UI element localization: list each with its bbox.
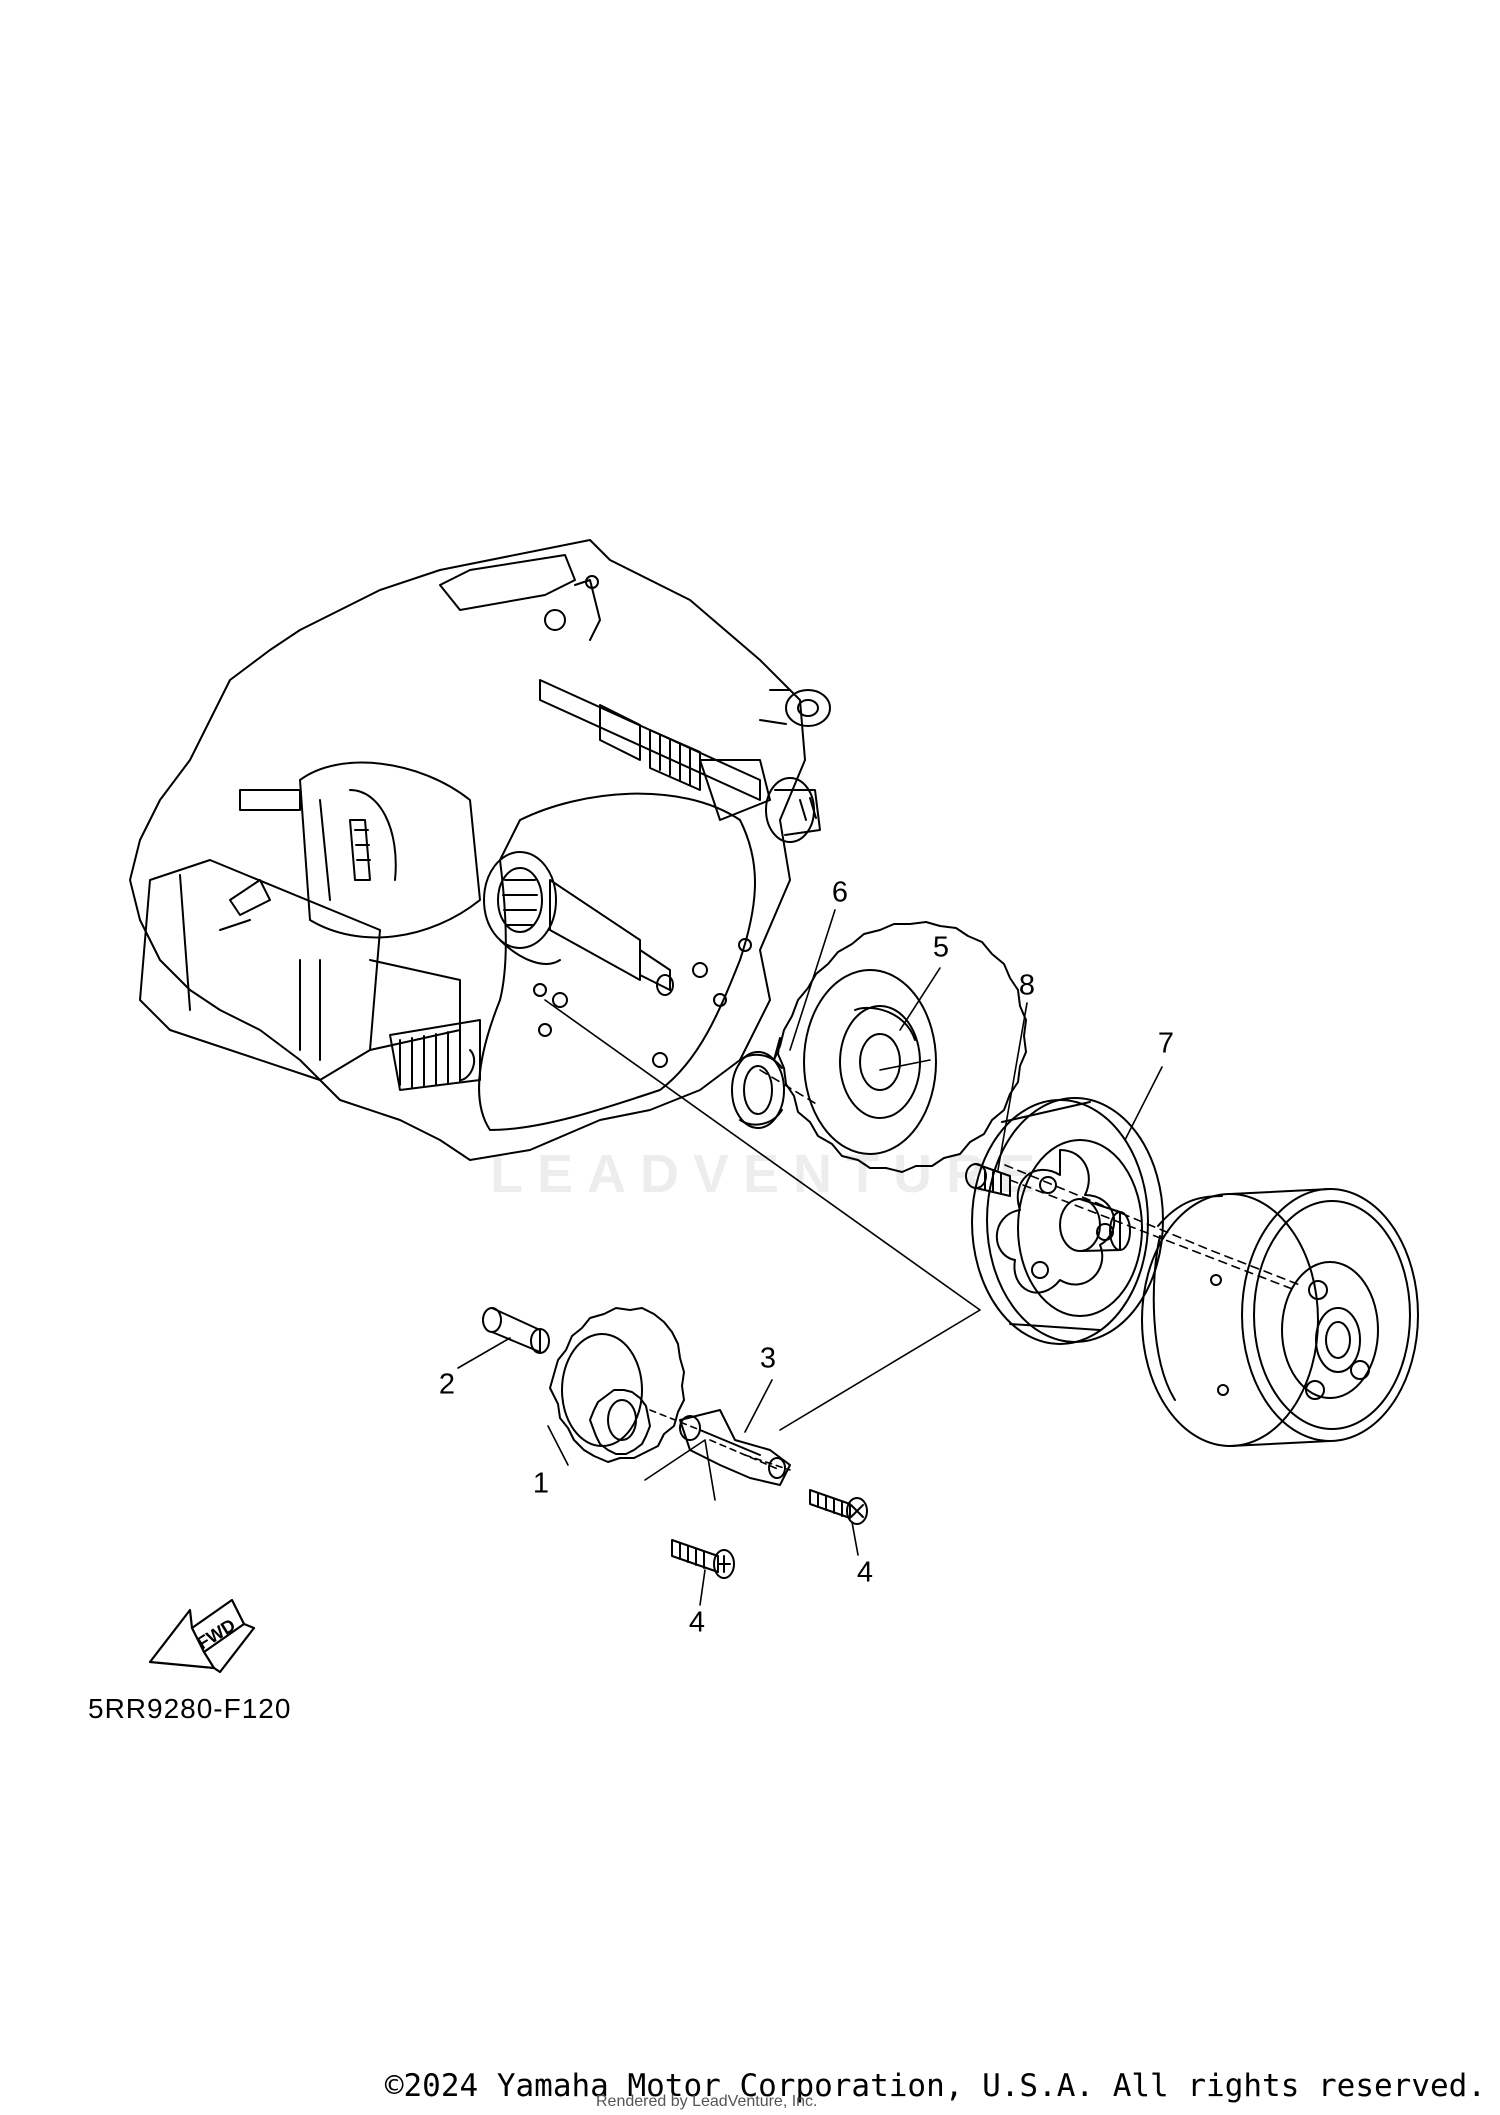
flywheel-rotor	[1141, 1188, 1419, 1447]
copyright-notice: ©2024 Yamaha Motor Corporation, U.S.A. A…	[384, 2068, 1486, 2104]
callout-4b: 4	[856, 1556, 874, 1589]
crankcase-assembly	[129, 539, 831, 1161]
fwd-arrow-icon	[148, 1598, 256, 1674]
callout-8: 8	[1018, 969, 1036, 1002]
part-3-plate	[679, 1409, 791, 1486]
callout-leaders	[457, 909, 1163, 1606]
watermark: LEADVENTURE	[490, 1144, 1050, 1204]
part-2-idle-gear-shaft	[482, 1307, 550, 1354]
part-6-oil-seal	[731, 1051, 785, 1129]
rendered-by-notice: Rendered by LeadVenture, Inc.	[596, 2093, 818, 2110]
part-4-screws	[671, 1489, 868, 1579]
assembly-lines	[544, 999, 1301, 1501]
part-1-idle-gear	[549, 1307, 685, 1463]
callout-5: 5	[932, 931, 950, 964]
callout-2: 2	[438, 1368, 456, 1401]
callout-4a: 4	[688, 1606, 706, 1639]
diagram-code: 5RR9280-F120	[88, 1693, 292, 1724]
part-5-starter-wheel-gear	[773, 921, 1027, 1173]
callout-1: 1	[532, 1467, 550, 1500]
callout-6: 6	[831, 876, 849, 909]
callout-3: 3	[759, 1342, 777, 1375]
part-7-starter-clutch	[971, 1097, 1164, 1345]
callout-7: 7	[1157, 1027, 1175, 1060]
